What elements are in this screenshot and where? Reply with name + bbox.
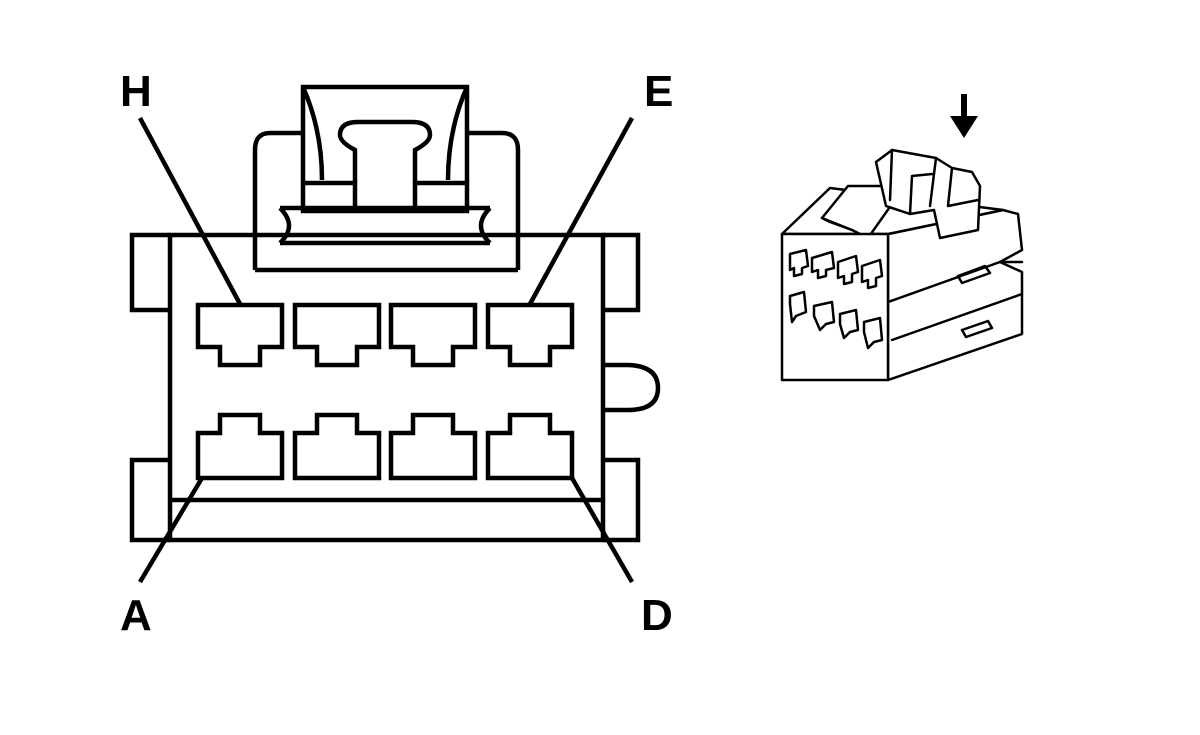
pin-label-e: E	[644, 67, 673, 116]
bottom-cavity-row	[195, 412, 575, 481]
leader-line-e	[528, 116, 634, 306]
cavity-f	[388, 302, 478, 368]
pin-label-a: A	[120, 591, 152, 640]
cavity-c	[388, 412, 478, 481]
connector-face-view: H E A D	[120, 67, 673, 640]
isometric-cavities	[788, 248, 884, 350]
cavity-d	[485, 412, 575, 481]
leader-line-d	[570, 476, 634, 584]
pin-label-h: H	[120, 67, 152, 116]
cavity-e	[485, 302, 575, 368]
leader-lines	[138, 116, 634, 584]
isometric-front-face	[780, 232, 890, 382]
housing-body	[129, 232, 661, 543]
down-arrow-icon	[950, 94, 978, 138]
isometric-latch	[820, 148, 982, 240]
leader-line-h	[138, 116, 242, 306]
cavity-h	[195, 302, 285, 368]
locking-latch	[252, 84, 521, 273]
connector-isometric-view	[780, 94, 1024, 382]
cavity-b	[292, 412, 382, 481]
cavity-g	[292, 302, 382, 368]
pin-label-d: D	[641, 591, 673, 640]
top-cavity-row	[195, 302, 575, 368]
cavity-a	[195, 412, 285, 481]
leader-line-a	[138, 476, 204, 584]
